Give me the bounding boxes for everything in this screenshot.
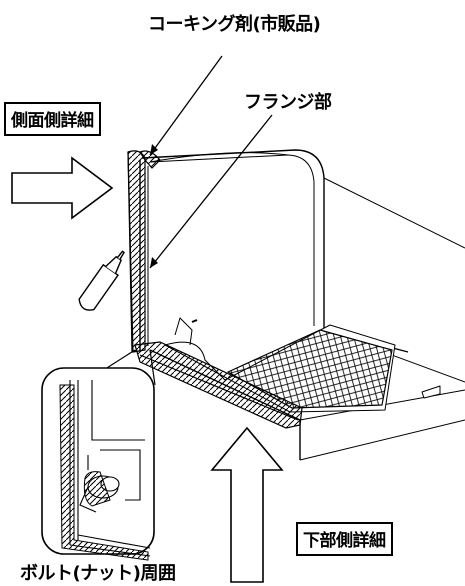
caulking-leader [149, 55, 223, 156]
caulking-bead [127, 150, 303, 429]
bottom-arrow-shape [210, 426, 284, 583]
flange-label: フランジ部 [244, 92, 332, 113]
side-detail-label: 側面側詳細 [4, 102, 101, 136]
caulking-agent-label: コーキング剤(市販品) [148, 14, 321, 35]
flange-leader [149, 114, 273, 269]
flange-arrowhead [150, 257, 158, 268]
bottom-detail-label: 下部側詳細 [296, 522, 393, 556]
caulking-tube-icon [78, 250, 125, 311]
range-hood-body [139, 149, 465, 461]
arrow-right-outline-icon [11, 156, 114, 220]
caulking-arrowhead [150, 144, 158, 155]
leader-lines [149, 55, 273, 269]
bolt-nut-surrounding-label: ボルト(ナット)周囲 [20, 563, 176, 584]
bolt-detail-inset [41, 367, 155, 561]
